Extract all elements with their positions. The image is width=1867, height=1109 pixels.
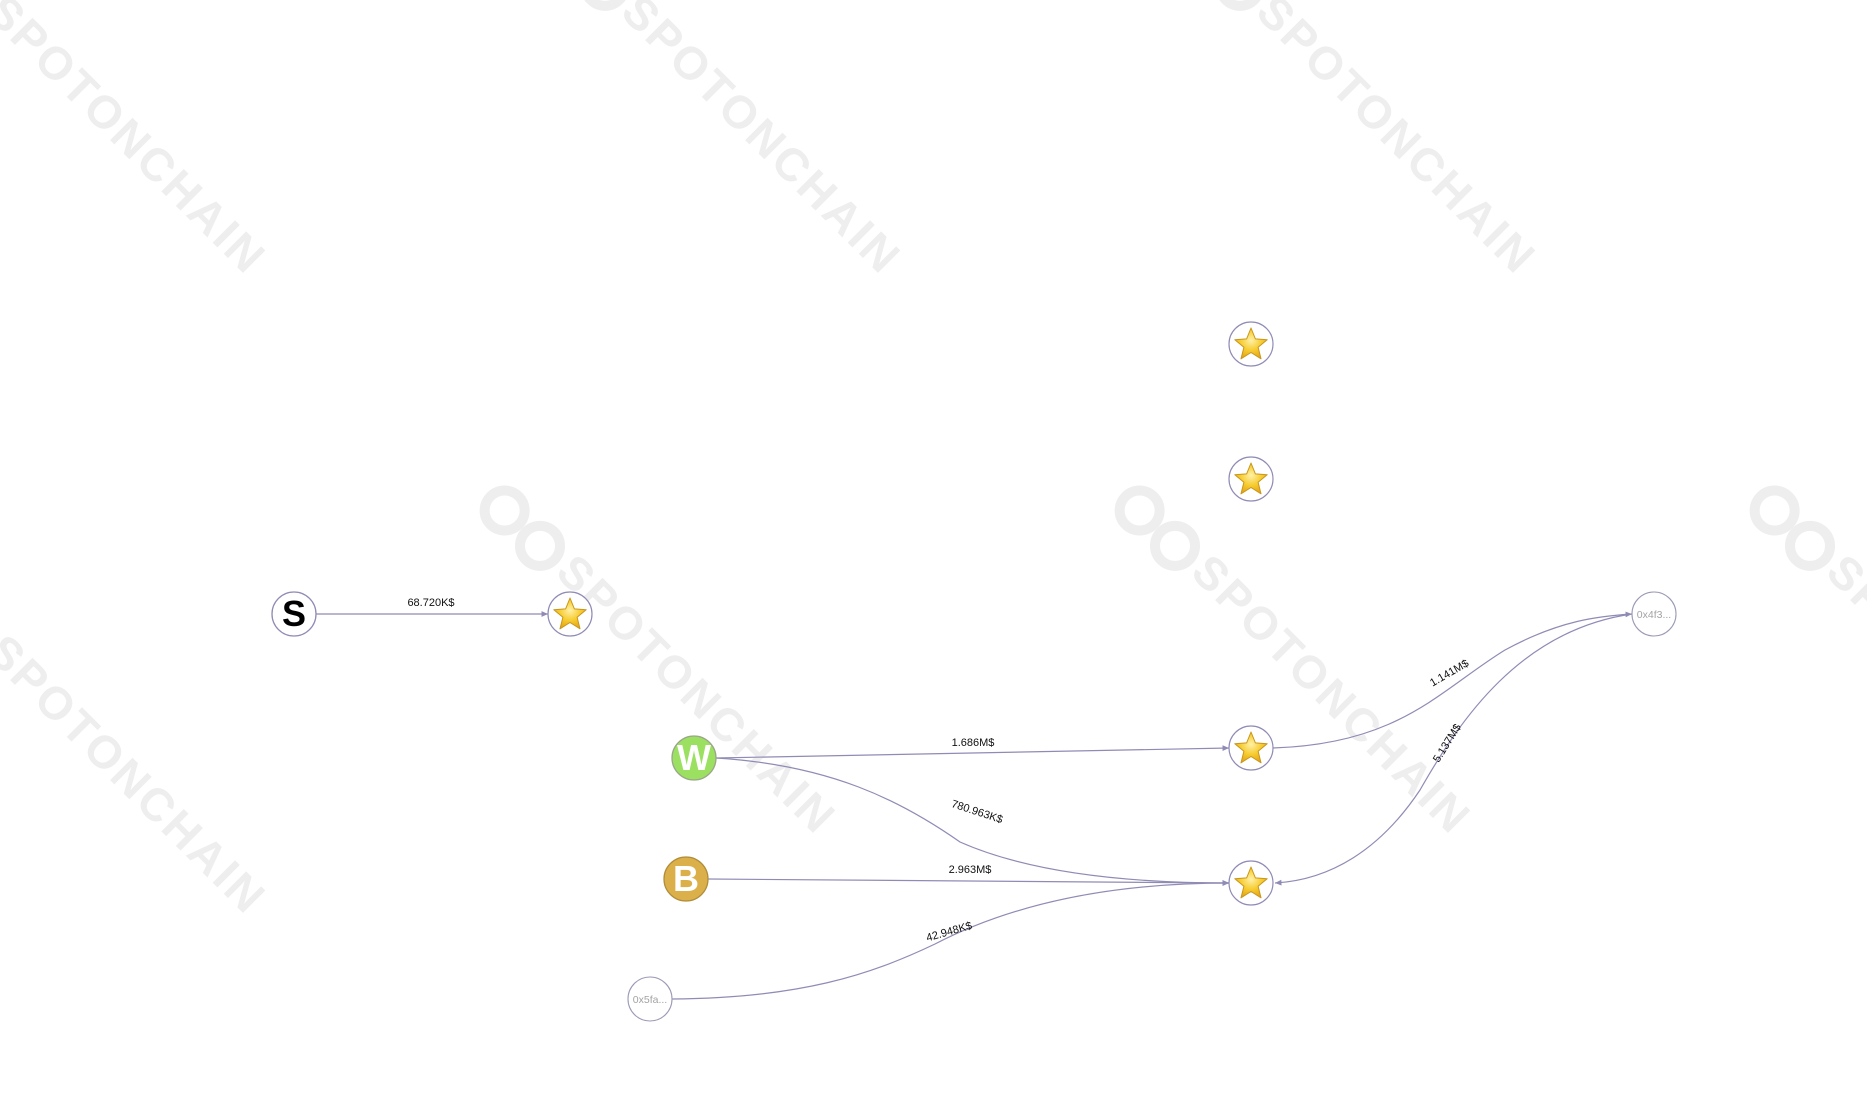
edge-amount-label: 780.963K$ bbox=[950, 798, 1004, 826]
address-label: 0x5fa... bbox=[633, 994, 667, 1006]
edge-addr1-to-star5[interactable] bbox=[1274, 613, 1633, 886]
node-addr1[interactable]: 0x4f3... bbox=[1631, 591, 1677, 637]
node-circle bbox=[671, 735, 717, 781]
node-b[interactable]: B bbox=[663, 856, 709, 902]
edge-w-to-star4[interactable] bbox=[715, 745, 1230, 759]
spotonchain-watermark: SPOTONCHAIN bbox=[1215, 0, 1547, 284]
spotonchain-watermark: SPOTONCHAIN bbox=[0, 0, 277, 284]
star-icon bbox=[1234, 731, 1268, 764]
node-circle bbox=[663, 856, 709, 902]
watermark-text: SPOTONCHAIN bbox=[1247, 0, 1547, 284]
star-icon bbox=[553, 597, 587, 630]
edges-layer bbox=[316, 611, 1633, 1000]
spotonchain-watermark: SPOTONCHAIN bbox=[0, 624, 277, 924]
watermark-text: SPOTONCHAIN bbox=[0, 624, 277, 924]
watermark-text: SPOTONCHAIN bbox=[0, 0, 277, 284]
edge-b-to-star5[interactable] bbox=[707, 878, 1230, 886]
node-star5[interactable] bbox=[1228, 860, 1274, 906]
spotonchain-logo-icon bbox=[1215, 0, 1265, 11]
spotonchain-logo-icon bbox=[1114, 485, 1200, 571]
w-letter-icon: W bbox=[677, 737, 711, 778]
edge-addr2-to-star5[interactable] bbox=[671, 880, 1230, 1000]
edge-amount-label: 5.137M$ bbox=[1431, 722, 1464, 765]
spotonchain-watermark: SPOTONCHAIN bbox=[1749, 485, 1867, 844]
spotonchain-logo-icon bbox=[580, 0, 630, 11]
nodes-layer: S W B 0x4f3... 0x5fa... bbox=[271, 321, 1677, 1022]
watermark-text: SPOTONCHAIN bbox=[612, 0, 912, 284]
node-s[interactable]: S bbox=[271, 591, 317, 637]
star-icon bbox=[1234, 866, 1268, 899]
watermark-text: SPOTONCHAIN bbox=[1817, 544, 1867, 844]
edge-amount-label: 1.686M$ bbox=[952, 737, 995, 749]
node-addr2[interactable]: 0x5fa... bbox=[627, 976, 673, 1022]
node-circle bbox=[1631, 591, 1677, 637]
node-star3[interactable] bbox=[1228, 456, 1274, 502]
edge-amount-label: 42.948K$ bbox=[925, 920, 974, 945]
star-icon bbox=[1234, 327, 1268, 360]
edge-w-to-star5[interactable] bbox=[715, 757, 1230, 886]
s-letter-icon: S bbox=[282, 593, 306, 634]
watermark-text: SPOTONCHAIN bbox=[547, 544, 847, 844]
watermark-layer: SPOTONCHAIN SPOTONCHAIN SPOTONCHAIN SPOTONC… bbox=[0, 0, 1867, 924]
spotonchain-watermark: SPOTONCHAIN bbox=[580, 0, 912, 284]
spotonchain-logo-icon bbox=[1749, 485, 1835, 571]
node-star4[interactable] bbox=[1228, 725, 1274, 771]
star-icon bbox=[1234, 462, 1268, 495]
b-letter-icon: B bbox=[673, 858, 699, 899]
edge-amount-label: 1.141M$ bbox=[1428, 658, 1471, 690]
spotonchain-watermark: SPOTONCHAIN bbox=[1114, 485, 1482, 844]
node-w[interactable]: W bbox=[671, 735, 717, 781]
watermark-text: SPOTONCHAIN bbox=[1182, 544, 1482, 844]
node-star1[interactable] bbox=[547, 591, 593, 637]
address-label: 0x4f3... bbox=[1637, 609, 1671, 621]
spotonchain-logo-icon bbox=[479, 485, 565, 571]
node-star2[interactable] bbox=[1228, 321, 1274, 367]
edge-star4-to-addr1[interactable] bbox=[1272, 611, 1633, 749]
edge-amount-label: 2.963M$ bbox=[949, 864, 992, 876]
spotonchain-watermark: SPOTONCHAIN bbox=[479, 485, 847, 844]
edge-amount-label: 68.720K$ bbox=[407, 597, 454, 609]
node-circle bbox=[271, 591, 317, 637]
node-circle bbox=[627, 976, 673, 1022]
